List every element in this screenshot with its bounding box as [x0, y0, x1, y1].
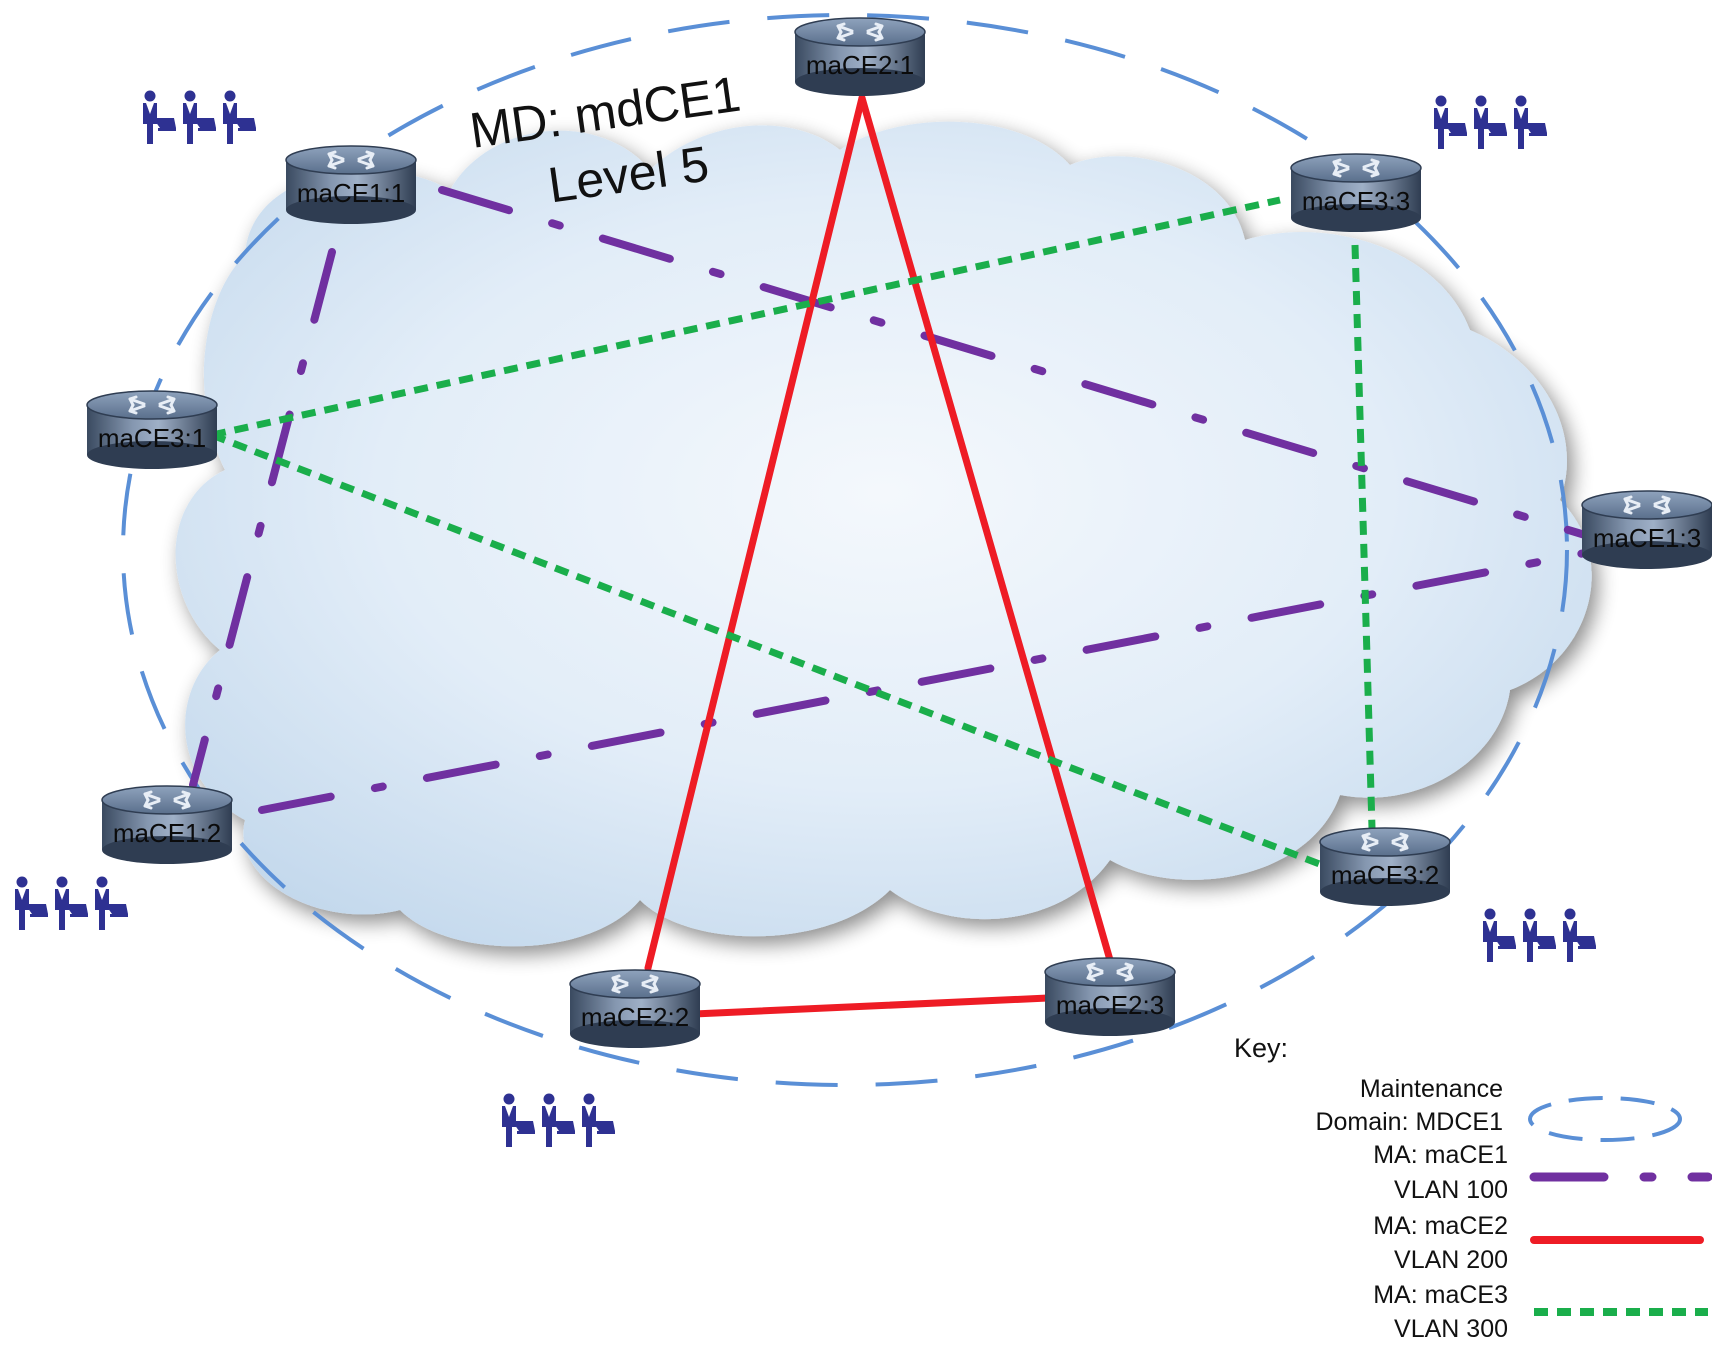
router-label: maCE1:3 — [1593, 523, 1701, 553]
link-mace3-3-to-mace3-2 — [1351, 244, 1376, 829]
legend: Key: Maintenance Domain: MDCE1 MA: maCE1… — [1234, 1033, 1712, 1343]
legend-label: Domain: MDCE1 — [1315, 1108, 1503, 1136]
router-label: maCE2:1 — [806, 50, 914, 80]
router-mace2-3: maCE2:3 — [1043, 956, 1177, 1038]
router-mace1-2: maCE1:2 — [100, 784, 234, 866]
router-label: maCE2:2 — [581, 1002, 689, 1032]
user-group-icon — [143, 90, 256, 144]
router-label: maCE3:2 — [1331, 860, 1439, 890]
link-mace1-1-to-mace1-2 — [189, 248, 336, 789]
ma-ce3-links — [210, 196, 1376, 869]
router-mace1-1: maCE1:1 — [284, 144, 418, 226]
legend-item-mace1: MA: maCE1 VLAN 100 — [1373, 1141, 1712, 1204]
router-mace1-3: maCE1:3 — [1580, 489, 1712, 571]
user-group-icon — [15, 876, 128, 930]
router-label: maCE2:3 — [1056, 990, 1164, 1020]
legend-title: Key: — [1234, 1033, 1288, 1063]
network-cloud — [175, 121, 1592, 947]
router-label: maCE1:2 — [113, 818, 221, 848]
legend-item-mace2: MA: maCE2 VLAN 200 — [1373, 1212, 1704, 1274]
user-group-icon — [502, 1093, 615, 1147]
link-mace2-1-to-mace2-2 — [644, 94, 866, 972]
router-label: maCE3:1 — [98, 423, 206, 453]
router-label: maCE1:1 — [297, 178, 405, 208]
legend-label: Maintenance — [1360, 1075, 1503, 1103]
legend-item-domain: Maintenance Domain: MDCE1 — [1315, 1075, 1682, 1142]
router-mace2-1: maCE2:1 — [793, 16, 927, 98]
legend-label: MA: maCE1 — [1373, 1141, 1508, 1169]
link-mace1-1-to-mace1-3 — [438, 186, 1589, 539]
user-group-icon — [1483, 908, 1596, 962]
router-mace3-3: maCE3:3 — [1289, 152, 1423, 234]
router-label: maCE3:3 — [1302, 186, 1410, 216]
link-mace3-1-to-mace3-2 — [210, 431, 1324, 869]
legend-label: VLAN 300 — [1394, 1315, 1508, 1342]
maintenance-domain-boundary — [121, 13, 1569, 1087]
legend-label: MA: maCE2 — [1373, 1212, 1508, 1240]
router-mace3-2: maCE3:2 — [1318, 826, 1452, 908]
user-group-icon — [1434, 95, 1547, 149]
router-mace2-2: maCE2:2 — [568, 968, 702, 1050]
legend-label: MA: maCE3 — [1373, 1281, 1508, 1309]
link-mace2-2-to-mace2-3 — [690, 994, 1052, 1018]
legend-label: VLAN 100 — [1394, 1176, 1508, 1204]
router-mace3-1: maCE3:1 — [85, 389, 219, 471]
legend-item-mace3: MA: maCE3 VLAN 300 — [1373, 1281, 1708, 1343]
ma-ce2-links — [644, 94, 1114, 1018]
link-mace2-1-to-mace2-3 — [858, 94, 1114, 964]
legend-label: VLAN 200 — [1394, 1246, 1508, 1274]
legend-swatch-domain — [1528, 1096, 1682, 1142]
